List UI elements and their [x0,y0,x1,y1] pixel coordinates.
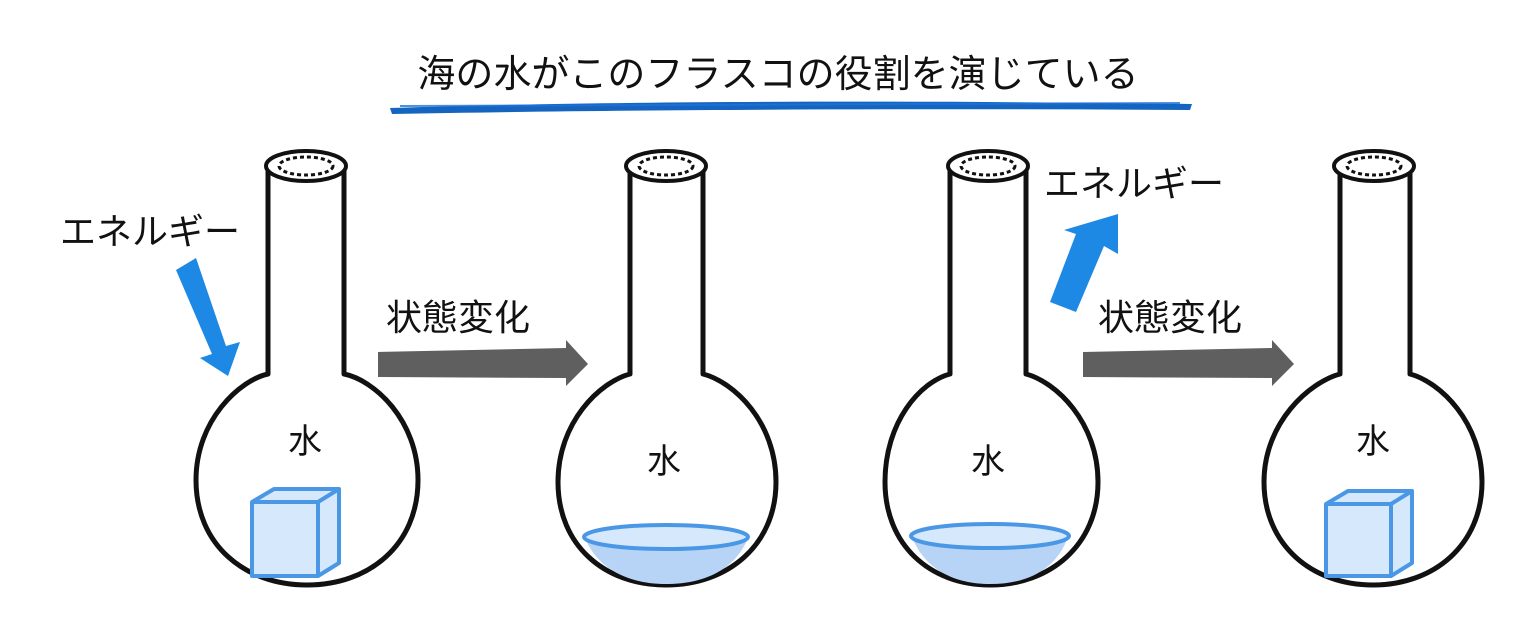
state-change-arrow [1083,340,1294,386]
flask-3: 水 [882,149,1101,588]
flask-content-label: 水 [647,442,681,482]
flask-2: 水 [555,149,779,588]
transition-label: 状態変化 [386,298,530,339]
flask-content-label: 水 [1356,422,1390,462]
energy-out-arrow [1050,214,1118,312]
flask-4: 水 [1261,149,1485,588]
energy-in-arrow [176,258,240,376]
flask-content-label: 水 [971,442,1005,482]
water-pool [909,522,1071,584]
title-underline [390,101,1192,114]
ice-cube [1324,489,1414,578]
flask-content-label: 水 [288,422,322,462]
state-change-arrow [378,340,588,386]
energy-out-label: エネルギー [1044,164,1224,205]
transition-label: 状態変化 [1098,298,1242,339]
flask-1: 水 [193,149,421,588]
diagram-title: 海の水がこのフラスコの役割を演じている [417,52,1138,96]
energy-in-label: エネルギー [60,212,240,253]
water-pool [582,523,750,584]
ice-cube [250,487,341,578]
